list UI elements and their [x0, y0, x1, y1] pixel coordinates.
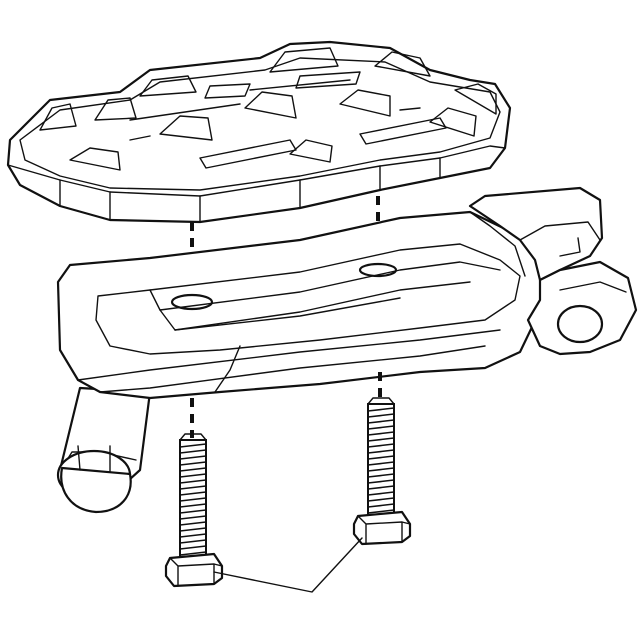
- bolt-thread: [179, 443, 207, 448]
- mounting-bolt-left: [164, 433, 224, 588]
- footpeg-body: [56, 186, 638, 514]
- bolt-thread: [367, 407, 395, 412]
- bolt-thread: [367, 443, 395, 448]
- bolt-thread: [367, 419, 395, 424]
- bolt-thread: [179, 509, 207, 514]
- bolt-thread: [179, 503, 207, 508]
- bolt-thread: [179, 473, 207, 478]
- bolt-thread: [367, 455, 395, 460]
- bolt-thread: [179, 545, 207, 550]
- bolt-thread: [179, 521, 207, 526]
- bolt-thread: [179, 515, 207, 520]
- bolt-thread: [179, 449, 207, 454]
- bolt-thread: [367, 473, 395, 478]
- bolt-thread: [179, 479, 207, 484]
- bolt-thread: [179, 533, 207, 538]
- body-hole-right: [358, 262, 398, 278]
- bolt-thread: [367, 461, 395, 466]
- bolt-thread: [179, 539, 207, 544]
- bolt-thread: [367, 449, 395, 454]
- mounting-bolt-right: [352, 397, 412, 546]
- bolt-thread: [367, 503, 395, 508]
- bolt-thread: [179, 455, 207, 460]
- bolt-thread: [367, 485, 395, 490]
- bolt-thread: [179, 485, 207, 490]
- clevis-arm-upper: [468, 186, 604, 282]
- footpeg-pad: [6, 40, 512, 224]
- bolt-thread: [367, 497, 395, 502]
- bolt-thread: [367, 437, 395, 442]
- body-hole-left: [170, 293, 214, 311]
- bolt-thread: [367, 431, 395, 436]
- bolt-thread: [367, 425, 395, 430]
- bolt-thread: [179, 527, 207, 532]
- pivot-hole: [556, 304, 604, 344]
- bolt-thread: [367, 467, 395, 472]
- bolt-thread: [179, 551, 207, 556]
- bolt-thread: [179, 461, 207, 466]
- bolt-thread: [179, 467, 207, 472]
- bolt-thread: [179, 491, 207, 496]
- bolt-thread: [179, 497, 207, 502]
- bolt-thread: [367, 509, 395, 514]
- bolt-thread: [367, 413, 395, 418]
- bolt-thread: [367, 491, 395, 496]
- bolt-thread: [367, 479, 395, 484]
- bolt-leader-line: [213, 537, 363, 593]
